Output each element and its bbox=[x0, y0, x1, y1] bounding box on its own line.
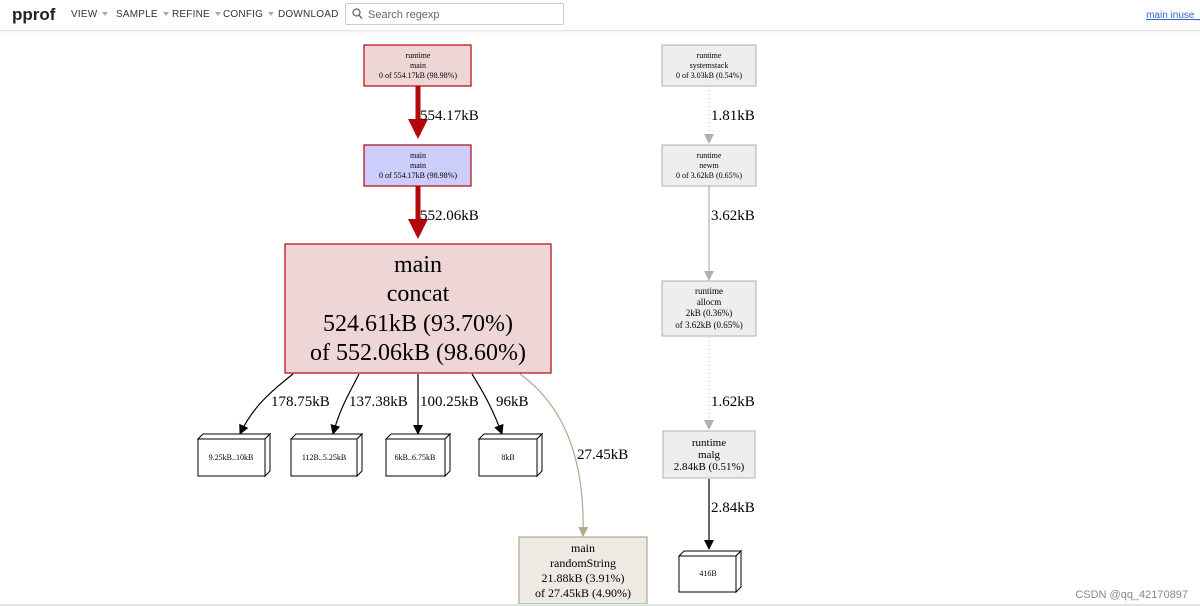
alloc-box-1[interactable]: 9.25kB..10kB bbox=[196, 432, 272, 478]
node-value: 2.84kB (0.51%) bbox=[674, 461, 745, 473]
alloc-size: 416B bbox=[699, 569, 716, 578]
node-cum: of 552.06kB (98.60%) bbox=[310, 340, 526, 366]
alloc-size: 6kB..6.75kB bbox=[395, 453, 436, 462]
edge-label: 554.17kB bbox=[420, 108, 479, 124]
chevron-down-icon bbox=[162, 12, 169, 16]
app-title: pprof bbox=[12, 5, 56, 24]
node-flat: 524.61kB (93.70%) bbox=[323, 311, 513, 337]
node-value: 0 of 3.62kB (0.65%) bbox=[676, 171, 742, 180]
menu-refine-label: REFINE bbox=[172, 9, 210, 20]
node-cum: of 27.45kB (4.90%) bbox=[535, 586, 631, 600]
alloc-size: 112B..5.25kB bbox=[302, 453, 346, 462]
node-main-main[interactable]: main main 0 of 554.17kB (98.98%) bbox=[363, 144, 472, 187]
node-value: 0 of 3.03kB (0.54%) bbox=[676, 71, 742, 80]
edge-concat-to-b3[interactable]: 100.25kB bbox=[413, 374, 479, 435]
search-icon bbox=[352, 8, 363, 19]
node-function: newm bbox=[699, 161, 719, 170]
edge-label: 1.81kB bbox=[711, 108, 755, 124]
watermark: CSDN @qq_42170897 bbox=[1075, 589, 1188, 601]
node-function: concat bbox=[387, 281, 450, 307]
node-runtime-systemstack[interactable]: runtime systemstack 0 of 3.03kB (0.54%) bbox=[661, 44, 757, 87]
alloc-size: 9.25kB..10kB bbox=[209, 453, 254, 462]
node-function: randomString bbox=[550, 556, 616, 570]
node-package: runtime bbox=[697, 151, 722, 160]
menu-sample-label: SAMPLE bbox=[116, 9, 158, 20]
sample-type-link[interactable]: main inuse_ bbox=[1146, 10, 1200, 21]
node-runtime-allocm[interactable]: runtime allocm 2kB (0.36%) of 3.62kB (0.… bbox=[661, 280, 757, 337]
node-package: runtime bbox=[692, 437, 726, 449]
edge-label: 552.06kB bbox=[420, 208, 479, 224]
chevron-down-icon bbox=[268, 12, 275, 16]
chevron-down-icon bbox=[102, 12, 109, 16]
node-package: runtime bbox=[697, 51, 722, 60]
menu-config[interactable]: CONFIG bbox=[223, 9, 275, 20]
alloc-box-4[interactable]: 8kB bbox=[477, 432, 544, 478]
node-function: malg bbox=[698, 449, 720, 461]
node-value: 0 of 554.17kB (98.98%) bbox=[379, 171, 457, 180]
bottom-scrollbar[interactable] bbox=[0, 604, 1200, 606]
node-function: main bbox=[410, 61, 426, 70]
edge-label: 1.62kB bbox=[711, 394, 755, 410]
edge-label: 137.38kB bbox=[349, 394, 408, 410]
node-runtime-malg[interactable]: runtime malg 2.84kB (0.51%) bbox=[662, 430, 756, 479]
node-runtime-main[interactable]: runtime main 0 of 554.17kB (98.98%) bbox=[363, 44, 472, 87]
search-input[interactable] bbox=[366, 5, 560, 25]
edge-concat-to-b2[interactable]: 137.38kB bbox=[330, 373, 408, 435]
node-random-string[interactable]: main randomString 21.88kB (3.91%) of 27.… bbox=[518, 536, 648, 605]
toolbar: pprof VIEW SAMPLE REFINE CONFIG DOWNLOAD… bbox=[0, 0, 1200, 31]
node-main-concat[interactable]: main concat 524.61kB (93.70%) of 552.06k… bbox=[284, 243, 552, 374]
node-function: systemstack bbox=[690, 61, 729, 70]
search-box bbox=[345, 3, 564, 25]
edge-label: 3.62kB bbox=[711, 208, 755, 224]
node-package: main bbox=[394, 252, 442, 278]
menu-config-label: CONFIG bbox=[223, 9, 264, 20]
edge-runtime-main-to-main[interactable]: 554.17kB bbox=[408, 86, 479, 139]
edge-label: 178.75kB bbox=[271, 394, 330, 410]
chevron-down-icon bbox=[214, 12, 221, 16]
edge-concat-to-random-string[interactable]: 27.45kB bbox=[519, 373, 628, 537]
alloc-box-2[interactable]: 112B..5.25kB bbox=[289, 432, 364, 478]
node-package: runtime bbox=[406, 51, 431, 60]
node-function: allocm bbox=[697, 297, 722, 307]
edge-allocm-to-malg[interactable]: 1.62kB bbox=[704, 337, 755, 430]
node-package: runtime bbox=[695, 286, 723, 296]
edge-main-to-concat[interactable]: 552.06kB bbox=[408, 186, 479, 239]
node-function: main bbox=[410, 161, 426, 170]
menu-view-label: VIEW bbox=[71, 9, 98, 20]
node-flat: 21.88kB (3.91%) bbox=[542, 571, 625, 585]
node-value: 0 of 554.17kB (98.98%) bbox=[379, 71, 457, 80]
menu-sample[interactable]: SAMPLE bbox=[116, 9, 169, 20]
node-runtime-newm[interactable]: runtime newm 0 of 3.62kB (0.65%) bbox=[661, 144, 757, 187]
edge-systemstack-to-newm[interactable]: 1.81kB bbox=[704, 86, 755, 144]
edge-malg-to-b5[interactable]: 2.84kB bbox=[704, 479, 755, 550]
node-package: main bbox=[571, 541, 595, 555]
node-package: main bbox=[410, 151, 426, 160]
edge-label: 2.84kB bbox=[711, 500, 755, 516]
alloc-size: 8kB bbox=[501, 453, 514, 462]
edge-label: 27.45kB bbox=[577, 447, 628, 463]
menu-view[interactable]: VIEW bbox=[71, 9, 109, 20]
edge-label: 100.25kB bbox=[420, 394, 479, 410]
menu-download-label: DOWNLOAD bbox=[278, 9, 339, 20]
edge-newm-to-allocm[interactable]: 3.62kB bbox=[704, 186, 755, 281]
edge-concat-to-b4[interactable]: 96kB bbox=[471, 373, 529, 435]
alloc-box-5[interactable]: 416B bbox=[677, 549, 743, 594]
node-cum: of 3.62kB (0.65%) bbox=[675, 320, 743, 330]
alloc-box-3[interactable]: 6kB..6.75kB bbox=[384, 432, 452, 478]
edge-label: 96kB bbox=[496, 394, 529, 410]
menu-refine[interactable]: REFINE bbox=[172, 9, 221, 20]
node-flat: 2kB (0.36%) bbox=[686, 308, 733, 318]
menu-download[interactable]: DOWNLOAD bbox=[278, 9, 339, 20]
edge-concat-to-b1[interactable]: 178.75kB bbox=[239, 373, 330, 435]
